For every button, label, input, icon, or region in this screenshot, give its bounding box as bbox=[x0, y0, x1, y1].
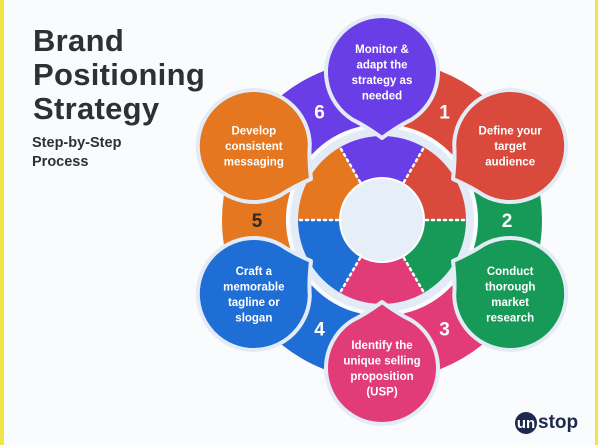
step-5-label: Develop consistent messaging bbox=[224, 126, 284, 169]
step-1-label: Define your target audience bbox=[479, 126, 543, 169]
ring-segment-6 bbox=[340, 136, 424, 184]
step-5-drop bbox=[195, 88, 313, 204]
drop-shape bbox=[451, 88, 569, 204]
label-line: Craft a bbox=[236, 266, 273, 278]
step-3-number: 3 bbox=[439, 319, 450, 340]
label-line: adapt the bbox=[356, 59, 407, 71]
step-2-number: 2 bbox=[502, 211, 513, 232]
logo-mark: un bbox=[515, 412, 537, 434]
step-6-drop bbox=[324, 14, 440, 140]
subtitle-line: Process bbox=[32, 154, 89, 170]
ring-segment-1 bbox=[403, 147, 466, 220]
step-1-number: 1 bbox=[439, 103, 450, 124]
label-line: Monitor & bbox=[355, 44, 409, 56]
step-6-label: Monitor & adapt the strategy as needed bbox=[352, 44, 413, 103]
label-line: proposition bbox=[350, 371, 413, 383]
step-4-label: Craft a memorable tagline or slogan bbox=[223, 266, 284, 325]
title-line: Positioning bbox=[33, 57, 206, 92]
label-line: Identify the bbox=[351, 340, 412, 352]
ring-divider bbox=[339, 146, 362, 184]
label-line: Conduct bbox=[487, 266, 534, 278]
label-line: consistent bbox=[225, 141, 283, 153]
label-line: needed bbox=[362, 90, 402, 102]
label-line: audience bbox=[485, 157, 535, 169]
subtitle-line: Step-by-Step bbox=[32, 135, 122, 151]
label-line: slogan bbox=[235, 312, 272, 324]
drop-shape bbox=[324, 14, 440, 140]
drop-shape bbox=[451, 236, 569, 352]
label-line: memorable bbox=[223, 281, 284, 293]
label-line: target bbox=[494, 141, 526, 153]
page-title: Brand Positioning Strategy bbox=[33, 24, 205, 126]
label-line: tagline or bbox=[228, 297, 280, 309]
ring-divider bbox=[402, 146, 425, 184]
left-border bbox=[0, 0, 4, 445]
drop-shape bbox=[324, 300, 440, 426]
step-2-drop bbox=[451, 236, 569, 352]
step-6-number: 6 bbox=[314, 103, 325, 124]
step-1-drop bbox=[451, 88, 569, 204]
drop-shape bbox=[195, 88, 313, 204]
step-2-label: Conduct thorough market research bbox=[485, 266, 535, 325]
label-line: thorough bbox=[485, 281, 535, 293]
step-5-number: 5 bbox=[252, 211, 263, 232]
step-4-drop bbox=[195, 236, 313, 352]
label-line: research bbox=[486, 312, 534, 324]
step-3-drop bbox=[324, 300, 440, 426]
label-line: market bbox=[491, 297, 529, 309]
unstop-logo: un stop bbox=[515, 412, 578, 434]
logo-text: stop bbox=[538, 412, 579, 433]
ring-segment-5 bbox=[298, 147, 361, 220]
ring-divider bbox=[402, 256, 425, 294]
label-line: unique selling bbox=[343, 355, 420, 367]
step-4-number: 4 bbox=[314, 319, 325, 340]
title-line: Strategy bbox=[33, 91, 160, 126]
right-border bbox=[595, 0, 598, 445]
step-3-label: Identify the unique selling proposition (US… bbox=[343, 340, 420, 399]
page-subtitle: Step-by-Step Process bbox=[32, 134, 121, 172]
ring-divider bbox=[339, 256, 362, 294]
drop-shape bbox=[195, 236, 313, 352]
ring-segment-2 bbox=[403, 220, 466, 293]
label-line: Define your bbox=[479, 126, 543, 138]
label-line: strategy as bbox=[352, 75, 413, 87]
label-line: (USP) bbox=[366, 386, 397, 398]
label-line: Develop bbox=[231, 126, 276, 138]
label-line: messaging bbox=[224, 157, 284, 169]
title-line: Brand bbox=[33, 23, 125, 58]
center-circle bbox=[339, 177, 425, 263]
ring-segment-4 bbox=[298, 220, 361, 293]
ring-segment-3 bbox=[340, 256, 424, 304]
